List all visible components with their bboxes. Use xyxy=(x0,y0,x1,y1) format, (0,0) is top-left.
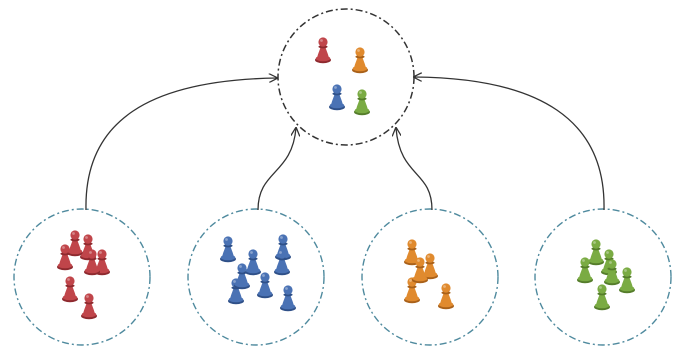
blue-pawn-6-icon xyxy=(257,272,273,299)
blue-pawn-1-icon xyxy=(220,236,236,263)
green-pawn-5-icon xyxy=(594,284,610,311)
orange-group-pawns xyxy=(404,239,454,310)
red-pawn-5-icon xyxy=(62,276,78,303)
top-pawn-blue-icon xyxy=(329,84,345,111)
orange-pawn-5-icon xyxy=(412,257,428,284)
orange-pawn-3-icon xyxy=(404,277,420,304)
red-group-pawns xyxy=(57,230,110,320)
top-pawn-orange-icon xyxy=(352,47,368,74)
blue-group-circle xyxy=(187,208,325,346)
red-pawn-2-icon xyxy=(57,244,73,271)
orange-pawn-4-icon xyxy=(438,283,454,310)
blue-pawn-5-icon xyxy=(228,278,244,305)
green-group-circle xyxy=(534,208,672,346)
top-pawn-red-icon xyxy=(315,37,331,64)
green-pawn-4-icon xyxy=(577,257,593,284)
top-node-pawns xyxy=(315,37,370,116)
arrow-orange-to-top xyxy=(396,128,433,211)
blue-pawn-8-icon xyxy=(234,263,250,290)
red-pawn-6-icon xyxy=(81,293,97,320)
arrow-green-to-top xyxy=(414,77,605,211)
blue-pawn-2-icon xyxy=(245,249,261,276)
top-node-circle xyxy=(277,8,415,146)
red-group-circle xyxy=(13,208,151,346)
arrow-red-to-top xyxy=(85,78,277,211)
orange-group-circle xyxy=(361,208,499,346)
blue-pawn-4-icon xyxy=(274,249,290,276)
green-pawn-3-icon xyxy=(619,267,635,294)
green-pawn-6-icon xyxy=(604,259,620,286)
red-pawn-1-icon xyxy=(67,230,83,257)
red-pawn-7-icon xyxy=(84,249,100,276)
green-group-pawns xyxy=(577,239,635,311)
blue-pawn-7-icon xyxy=(280,285,296,312)
blue-group-pawns xyxy=(220,234,296,312)
arrow-blue-to-top xyxy=(257,128,296,211)
green-pawn-1-icon xyxy=(588,239,604,266)
top-pawn-green-icon xyxy=(354,89,370,116)
